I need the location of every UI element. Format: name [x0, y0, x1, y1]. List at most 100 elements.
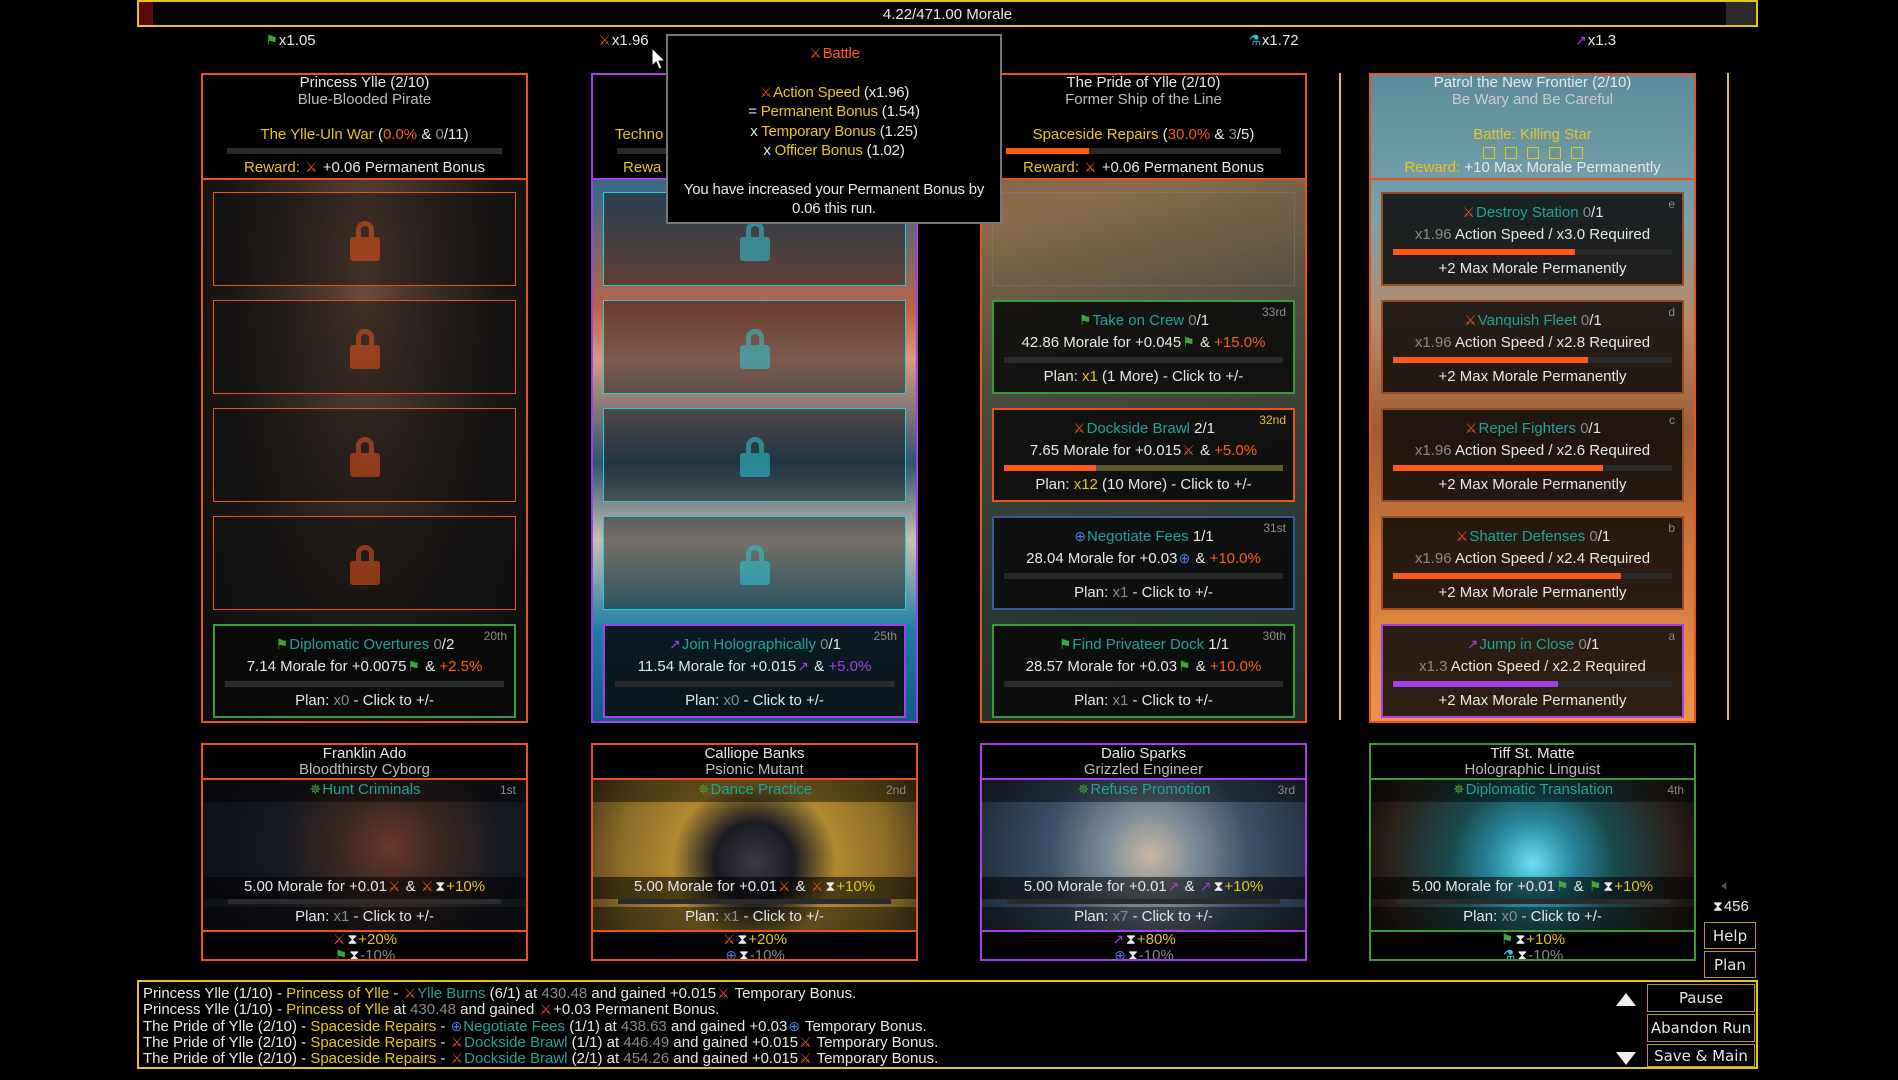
hourglass-icon: ⧗	[825, 878, 836, 894]
hourglass-icon: ⧗	[1515, 931, 1526, 947]
task-plan[interactable]: +2 Max Morale Permanently	[1383, 260, 1682, 277]
flag-icon: ⚑	[407, 658, 420, 674]
task-plan[interactable]: Plan: x1 (1 More) - Click to +/-	[994, 368, 1293, 385]
quest-title: Princess Ylle (2/10)	[299, 74, 430, 91]
task-plan[interactable]: Plan: x0 - Click to +/-	[605, 692, 904, 709]
task-progress-bar	[1004, 573, 1283, 579]
task-plan[interactable]: +2 Max Morale Permanently	[1383, 692, 1682, 709]
task-plan[interactable]: +2 Max Morale Permanently	[1383, 368, 1682, 385]
text-segment: +2.5%	[439, 658, 483, 675]
text-segment: /1	[1196, 312, 1210, 329]
task-plan[interactable]: Plan: x12 (10 More) - Click to +/-	[994, 476, 1293, 493]
text-segment: (1 More) - Click to +/-	[1097, 368, 1244, 385]
multiplier-flask: ⚗x1.72	[1247, 32, 1298, 49]
text-segment: x7	[1112, 908, 1129, 925]
text-segment: /1	[1588, 420, 1602, 437]
task-plan[interactable]: Plan: x1 - Click to +/-	[994, 584, 1293, 601]
task-plan[interactable]: +2 Max Morale Permanently	[1383, 476, 1682, 493]
sword-icon: ⚔	[305, 159, 318, 175]
multiplier-value: x1.96	[611, 32, 649, 49]
tooltip-line	[668, 160, 1000, 179]
speaker-icon[interactable]: 🔈︎	[1722, 877, 1731, 893]
text-segment: Battle	[822, 45, 860, 62]
text-segment: Action Speed / x2.4 Required	[1451, 550, 1651, 567]
log-scroll-down-icon[interactable]	[1616, 1052, 1636, 1065]
task-plan[interactable]: Plan: x1 - Click to +/-	[994, 692, 1293, 709]
text-segment: x1	[723, 908, 740, 925]
sword-icon: ⚔	[1464, 420, 1478, 436]
help-button[interactable]: Help	[1704, 922, 1756, 949]
text-segment: Diplomatic Overtures	[289, 636, 430, 653]
tooltip-line: x Officer Bonus (1.02)	[668, 141, 1000, 160]
text-segment: 0.06 this run.	[792, 200, 876, 218]
tooltip-line: = Permanent Bonus (1.54)	[668, 102, 1000, 121]
text-segment: You have increased your Permanent Bonus …	[683, 180, 985, 198]
log-scroll-up-icon[interactable]	[1616, 993, 1636, 1006]
pause-button[interactable]: Pause	[1647, 984, 1755, 1012]
officer-name: Tiff St. Matte	[1490, 745, 1575, 762]
task-name: ↗Join Holographically 0/1	[605, 636, 904, 653]
officer-plan[interactable]: Plan: x7 - Click to +/-	[982, 907, 1305, 930]
sword-icon: ⚔	[598, 32, 611, 48]
sword-icon: ⚔	[810, 878, 824, 894]
text-segment: +10%	[446, 878, 486, 895]
tooltip-line: x Temporary Bonus (1.25)	[668, 122, 1000, 141]
text-segment: (1.25)	[875, 122, 918, 140]
sword-icon: ⚔	[450, 1050, 464, 1067]
battle-stage-box: b	[1504, 147, 1517, 159]
text-segment: Battle: Killing Star	[1473, 126, 1592, 143]
abandon-run-button[interactable]: Abandon Run	[1647, 1014, 1755, 1042]
event-log[interactable]: Princess Ylle (1/10) - Princess of Ylle …	[137, 980, 1758, 1069]
hourglass-icon: ⧗	[1517, 947, 1528, 961]
text-segment: -10%	[749, 947, 785, 961]
locked-slot	[603, 300, 906, 394]
text-segment: Shatter Defenses	[1469, 528, 1586, 545]
officer-plan[interactable]: Plan: x0 - Click to +/-	[1371, 907, 1694, 930]
text-segment: +5.0%	[828, 658, 872, 675]
sword-icon: ⚔	[450, 1033, 464, 1050]
task-name: ↗Jump in Close 0/1	[1383, 636, 1682, 653]
plan-button[interactable]: Plan	[1704, 951, 1756, 978]
morale-bar-text: 4.22/471.00 Morale	[882, 6, 1013, 23]
officer-task-rank: 4th	[1667, 783, 1684, 797]
star-icon: ✵	[1452, 781, 1465, 797]
officer-plan[interactable]: Plan: x1 - Click to +/-	[593, 907, 916, 930]
text-segment: x1	[1112, 584, 1129, 601]
text-segment: /2	[441, 636, 455, 653]
text-segment: Join Holographically	[681, 636, 816, 653]
save-and-main-button[interactable]: Save & Main	[1647, 1044, 1755, 1067]
task-plan[interactable]: Plan: x0 - Click to +/-	[215, 692, 514, 709]
text-segment: 0.0%	[382, 126, 418, 143]
task-plan[interactable]: +2 Max Morale Permanently	[1383, 584, 1682, 601]
text-segment: x1	[333, 908, 350, 925]
text-segment: x	[763, 141, 775, 159]
time-remaining: ⧗456	[1712, 898, 1749, 915]
text-segment: Temporary Bonus.	[812, 1033, 939, 1051]
officer-bonus: ↗⧗+80%	[982, 931, 1305, 948]
officer-plan[interactable]: Plan: x1 - Click to +/-	[203, 907, 526, 930]
quest-card: Patrol the New Frontier (2/10)Be Wary an…	[1369, 73, 1696, 723]
hourglass-icon: ⧗	[347, 931, 358, 947]
sword-icon: ⚔	[1182, 442, 1195, 458]
